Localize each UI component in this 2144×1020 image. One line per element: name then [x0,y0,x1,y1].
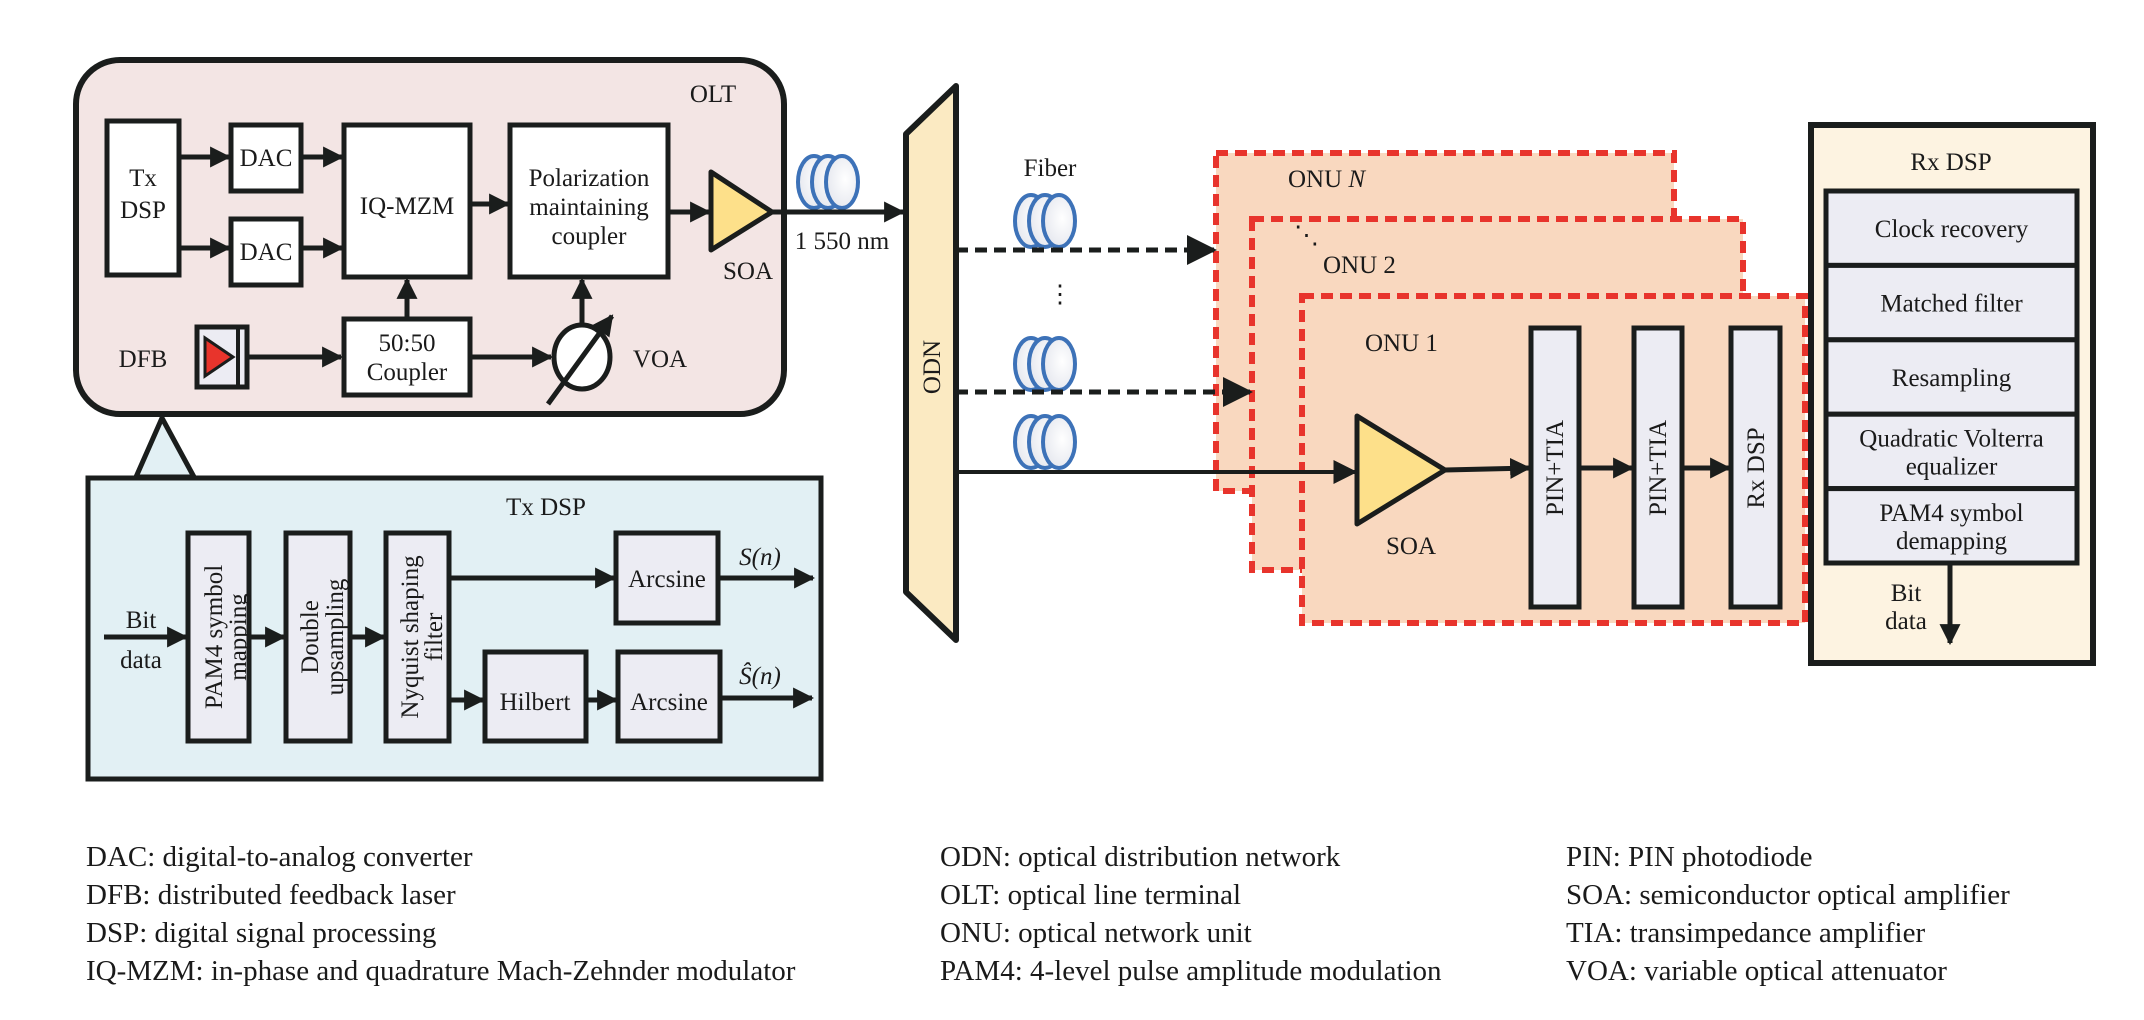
legend-item-soa: SOA: semiconductor optical amplifier [1566,879,2010,911]
odn-label: ODN [919,340,946,394]
legend-item-odn: ODN: optical distribution network [940,841,1341,873]
pm-coupler-box[interactable] [507,122,671,280]
pam4-mapping-label-1: PAM4 symbol [201,565,228,709]
legend-item-olt: OLT: optical line terminal [940,879,1242,911]
olt-title: OLT [690,81,736,108]
hilbert-label: Hilbert [500,689,571,716]
olt-tx-dsp-box[interactable] [104,118,182,278]
legend-item-pin: PIN: PIN photodiode [1566,841,1813,873]
double-upsampling-label-2: upsampling [322,578,349,695]
nyquist-filter-label-2: filter [421,612,448,661]
legend-column-1: DAC: digital-to-analog converter DFB: di… [86,838,795,990]
bit-data-input-label-1: Bit [126,607,157,634]
dac-top-label: DAC [240,145,293,172]
onu-1-label: ONU 1 [1365,330,1438,357]
legend-item-iq-mzm: IQ-MZM: in-phase and quadrature Mach-Zeh… [86,955,796,987]
pin-tia-2-label: PIN+TIA [1645,420,1672,516]
onu-2-label: ONU 2 [1323,252,1396,279]
olt-soa-label: SOA [723,258,773,285]
odn-splitter[interactable] [903,83,959,643]
olt-block: OLT Tx DSP DAC DAC IQ-MZM Polarization m… [73,57,787,417]
legend-item-dac: DAC: digital-to-analog converter [86,841,473,873]
nyquist-filter-label-1: Nyquist shaping [397,555,424,719]
fiber-coil-3-icon [1013,414,1077,470]
rx-dsp-stage-label: Quadratic Volterra [1859,425,2043,452]
onu-n-label: ONU N [1288,166,1366,193]
rx-dsp-stage-label: Resampling [1892,365,2012,392]
pin-tia-1-label: PIN+TIA [1542,420,1569,516]
fiber-coil-2-icon [1013,336,1077,392]
fiber-label: Fiber [1024,155,1077,182]
bit-data-input-label-2: data [120,647,162,674]
output-s-hat-label: Ŝ(n) [739,662,781,690]
iq-mzm-box[interactable] [341,122,473,280]
zoom-callout-connector [133,415,197,480]
bit-data-output-label-1: Bit [1891,580,1922,607]
arcsine-top-block[interactable] [613,530,721,626]
legend-column-3: PIN: PIN photodiode SOA: semiconductor o… [1566,838,2010,990]
tx-dsp-detail: Tx DSP Bit data PAM4 symbol mapping Doub… [85,475,824,782]
arcsine-top-label: Arcsine [628,566,706,593]
rx-dsp-title: Rx DSP [1910,149,1991,176]
splitter-coupler-label-1: 50:50 [379,330,436,357]
rx-dsp-stage-label: Clock recovery [1875,216,2029,243]
output-s-label: S(n) [739,544,781,571]
onu-rx-dsp-label: Rx DSP [1743,427,1770,508]
arrow-soa-pin1 [1444,457,1532,479]
iq-mzm-label: IQ-MZM [360,193,454,220]
pm-coupler-label-2: maintaining [529,194,649,221]
onu-ellipsis-diagonal: ⋱ [1294,222,1319,249]
dfb-label: DFB [119,346,168,373]
rx-dsp-stage-label: Matched filter [1880,291,2023,318]
pm-coupler-label-3: coupler [552,223,628,250]
dac-bottom-label: DAC [240,239,293,266]
wavelength-label: 1 550 nm [795,228,890,255]
pin-tia-1-block[interactable] [1528,325,1582,610]
legend-item-dsp: DSP: digital signal processing [86,917,437,949]
legend-item-onu: ONU: optical network unit [940,917,1252,949]
tx-dsp-title: Tx DSP [506,494,586,521]
double-upsampling-label-1: Double [297,600,324,674]
rx-dsp-stage-label: demapping [1896,528,2008,555]
legend-item-voa: VOA: variable optical attenuator [1566,955,1947,987]
onu-soa-label: SOA [1386,533,1436,560]
onu-stack: ONU N ⋱ ONU 2 ONU 1 SOA PIN+TIA PIN+TIA … [1213,150,1808,626]
olt-tx-dsp-label-2: DSP [120,197,166,224]
voa-label: VOA [633,346,687,373]
legend-item-dfb: DFB: distributed feedback laser [86,879,456,911]
pam4-mapping-block[interactable] [185,530,252,744]
pam4-mapping-label-2: mapping [225,593,252,681]
pm-coupler-label-1: Polarization [529,165,650,192]
rx-dsp-stage-label: equalizer [1906,453,1998,480]
bit-data-output-label-2: data [1885,608,1927,635]
fiber-vertical-ellipsis: ⋮ [1048,281,1073,308]
fiber-coil-icon [796,154,860,210]
rx-dsp-stage-label: PAM4 symbol [1879,500,2023,527]
arcsine-bottom-label: Arcsine [630,689,708,716]
legend-item-tia: TIA: transimpedance amplifier [1566,917,1926,949]
legend-item-pam4: PAM4: 4-level pulse amplitude modulation [940,955,1442,987]
fiber-coil-1-icon [1013,193,1077,249]
dfb-laser-icon[interactable] [194,324,250,390]
olt-tx-dsp-label-1: Tx [129,165,157,192]
legend-column-2: ODN: optical distribution network OLT: o… [940,838,1442,990]
rx-dsp-stage-box[interactable] [1823,411,2080,492]
splitter-coupler-label-2: Coupler [367,359,448,386]
